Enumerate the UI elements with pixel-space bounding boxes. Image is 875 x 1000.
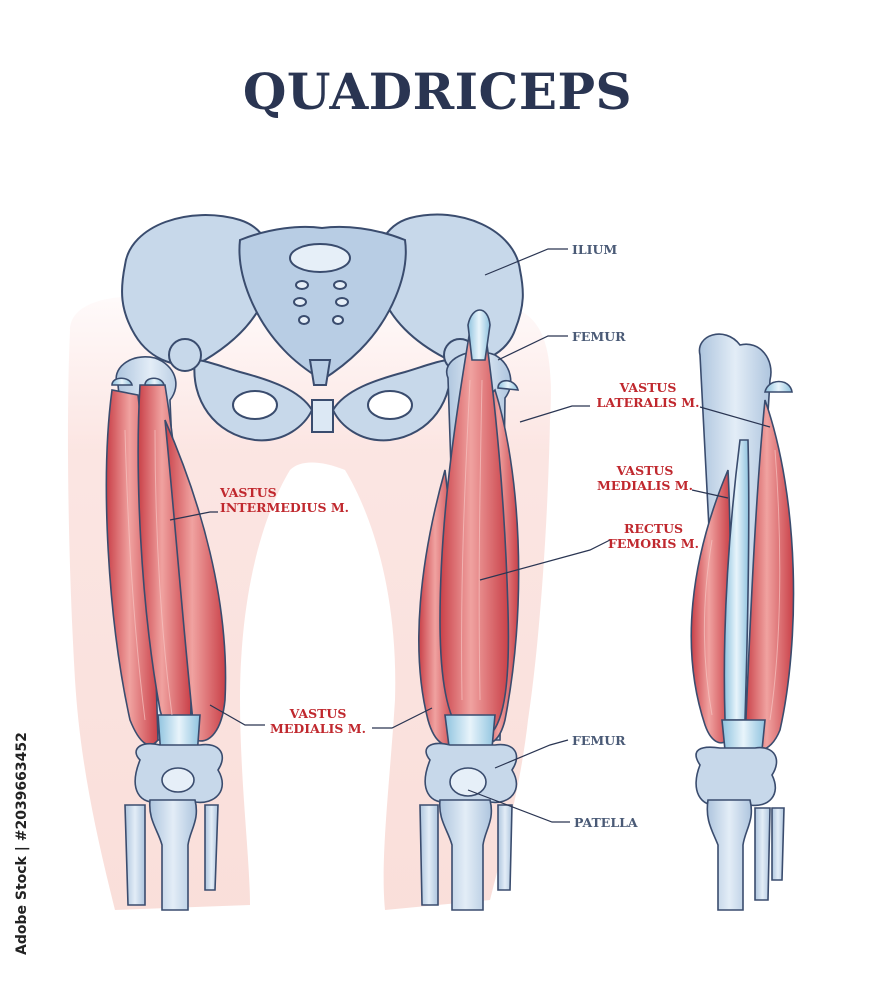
label-vastus-lateralis: VASTUS LATERALIS M. [596,380,700,410]
label-vastus-medialis-center: VASTUS MEDIALIS M. [270,706,366,736]
label-vastus-medialis-right: VASTUS MEDIALIS M. [597,463,693,493]
leader-lines [169,248,771,823]
left-leg [105,356,227,911]
stock-credit-text: Adobe Stock | #2039663452 [14,732,30,955]
stock-credit: Adobe Stock | #2039663452 [2,732,30,960]
muscle-fibers [124,379,781,721]
label-vastus-intermedius: VASTUS INTERMEDIUS M. [220,485,350,515]
page-title: QUADRICEPS [242,62,633,121]
label-patella: PATELLA [574,815,638,830]
center-leg [418,309,520,911]
label-ilium: ILIUM [572,242,618,257]
label-femur-bottom: FEMUR [572,733,626,748]
label-rectus-femoris: RECTUS FEMORIS M. [608,521,699,551]
right-leg [690,333,795,911]
label-femur-top: FEMUR [572,329,626,344]
